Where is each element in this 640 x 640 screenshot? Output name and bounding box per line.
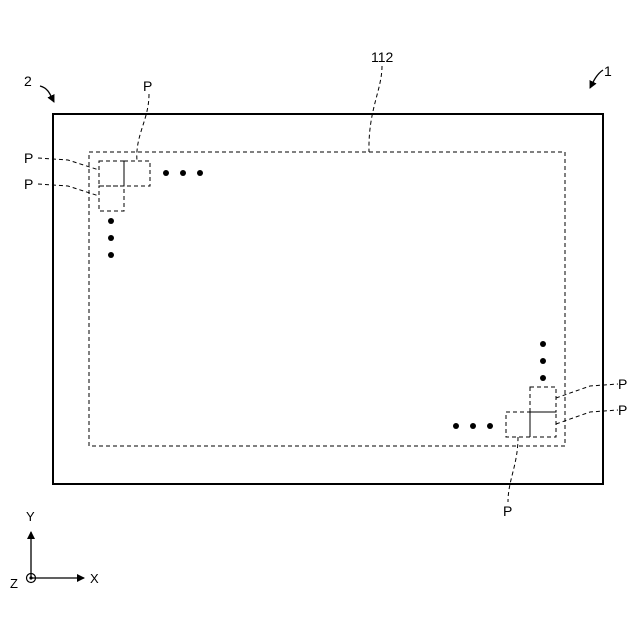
arrow-label-1 [590,70,603,88]
axis-label-y: Y [26,509,35,524]
pixel-group-top-left [99,161,150,211]
label-pixel-right-upper: P [618,376,627,392]
pixel-cell [506,412,530,437]
label-pixel-left-upper: P [24,150,33,166]
label-substrate-2: 2 [24,73,32,89]
outer-panel [53,114,603,484]
arrow-label-2 [40,86,54,102]
coordinate-axes: Y X Z [10,509,99,591]
label-device-1: 1 [604,63,612,79]
ellipsis-top-horizontal [163,170,203,176]
pixel-cell [99,161,124,186]
ellipsis-bottom-horizontal [453,423,493,429]
pixel-cell [530,412,556,437]
label-pixel-left-lower: P [24,176,33,192]
pixel-cell [99,186,124,211]
pixel-cell [530,387,556,412]
axis-label-x: X [90,571,99,586]
label-pixel-right-lower: P [618,402,627,418]
axis-label-z: Z [10,576,18,591]
label-pixel-bottom: P [503,503,512,519]
label-region-112: 112 [371,49,394,65]
leader-lines [38,66,618,502]
ellipsis-right-vertical [540,341,546,381]
pixel-cell [124,161,150,186]
inner-region-112 [89,152,565,446]
label-pixel-top: P [143,78,152,94]
pixel-group-bottom-right [506,387,556,437]
ellipsis-left-vertical [108,218,114,258]
